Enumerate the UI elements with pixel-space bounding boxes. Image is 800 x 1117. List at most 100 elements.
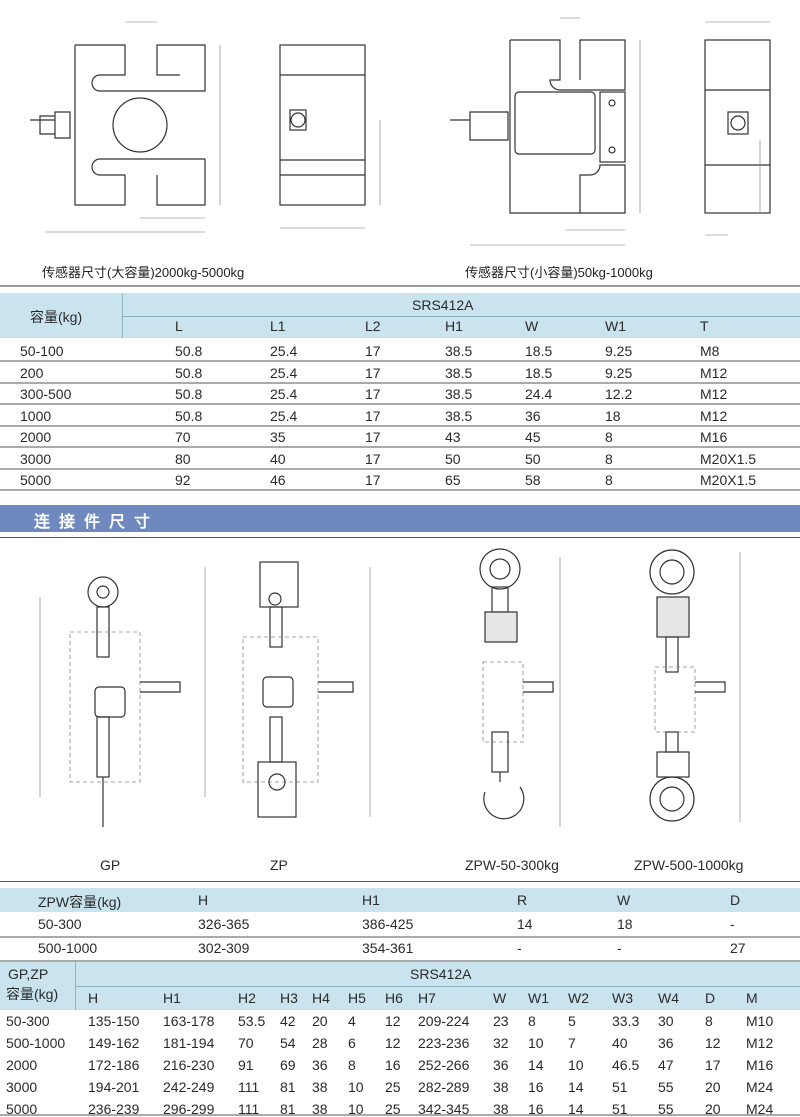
table2-cell: 386-425 <box>362 916 414 932</box>
table2-cell: 27 <box>730 940 746 956</box>
table3-cell: 282-289 <box>418 1079 470 1095</box>
table3-column-header: H <box>88 990 99 1006</box>
table2-column-header: H <box>198 892 209 908</box>
table3-cell: 40 <box>612 1035 628 1051</box>
table3-cell: 81 <box>280 1079 296 1095</box>
table1-column-header: L2 <box>365 318 381 334</box>
large-sensor-caption: 传感器尺寸(大容量)2000kg-5000kg <box>42 265 245 280</box>
large-sensor-front-view <box>30 21 221 233</box>
table1-cell: M16 <box>700 429 728 445</box>
table1-cell: M12 <box>700 364 728 381</box>
table1-column-header: L1 <box>270 318 286 334</box>
table1-cell: 12.2 <box>605 386 633 402</box>
table3-column-header: H5 <box>348 990 366 1006</box>
table3-cell: 20 <box>312 1013 328 1029</box>
table1-cell: 200 <box>20 364 44 381</box>
table3-column-header: W <box>493 990 507 1006</box>
table3-cell: 70 <box>238 1035 254 1051</box>
table1-column-header: T <box>700 318 709 334</box>
table3-cell: 209-224 <box>418 1013 470 1029</box>
table3-cell: 14 <box>568 1079 584 1095</box>
table1-cell: 38.5 <box>445 386 473 402</box>
table3-column-header: W2 <box>568 990 589 1006</box>
table3-cell: 12 <box>385 1035 401 1051</box>
table1-cell: 35 <box>270 429 286 445</box>
table3-cell: 12 <box>385 1013 401 1029</box>
row-divider <box>0 381 800 384</box>
table3-column-header: M <box>746 990 758 1006</box>
table3-cell: 69 <box>280 1057 296 1073</box>
table1-column-header: L <box>175 318 183 334</box>
table1-cell: M8 <box>700 343 720 359</box>
table2-cell: 500-1000 <box>38 940 98 956</box>
row-divider <box>0 403 800 405</box>
table1-cell: 18 <box>605 407 621 424</box>
table3-cell: 20 <box>705 1079 721 1095</box>
table1-cell: 50.8 <box>175 343 203 359</box>
table3-cell: 16 <box>385 1057 401 1073</box>
table3-column-header: H3 <box>280 990 298 1006</box>
table3-cell: 5000 <box>6 1101 38 1117</box>
table3-column-header: W3 <box>612 990 633 1006</box>
table1-cell: 50.8 <box>175 407 203 424</box>
table1-cell: 65 <box>445 472 461 488</box>
table2-column-header: R <box>517 892 528 908</box>
table1-column-header: W1 <box>605 318 626 334</box>
table1-cell: 24.4 <box>525 386 553 402</box>
table3-column-header: H6 <box>385 990 403 1006</box>
table3-cell: 54 <box>280 1035 296 1051</box>
table1-cell: M20X1.5 <box>700 450 757 467</box>
row-divider <box>0 936 800 938</box>
divider <box>122 316 800 317</box>
table1-cell: 38.5 <box>445 343 473 359</box>
table1-cell: 8 <box>605 450 613 467</box>
table3-cell: 111 <box>238 1101 260 1117</box>
table3-cell: 51 <box>612 1079 628 1095</box>
gp-drawing <box>39 567 206 827</box>
table1-cell: 17 <box>365 450 381 467</box>
table1-cell: M20X1.5 <box>700 472 757 488</box>
table3-cell: 32 <box>493 1035 509 1051</box>
table1-cell: 50 <box>445 450 461 467</box>
table2-column-header: ZPW容量(kg) <box>38 894 122 910</box>
row-divider <box>0 467 800 470</box>
table1-column-header: W <box>525 318 539 334</box>
table3-cell: 55 <box>658 1101 674 1117</box>
table1-cell: 70 <box>175 429 191 445</box>
zp-drawing <box>242 561 371 818</box>
table2-cell: - <box>730 916 735 932</box>
table3-cell: 8 <box>348 1057 356 1073</box>
divider <box>122 293 123 338</box>
table3-cell: 3000 <box>6 1079 38 1095</box>
section-title-connectors: 连接件尺寸 <box>0 505 800 532</box>
table2-column-header: D <box>730 892 741 908</box>
table3-cell: 16 <box>528 1079 544 1095</box>
table3-cell: 20 <box>705 1101 721 1117</box>
table1-cell: 92 <box>175 472 191 488</box>
table3-cell: 55 <box>658 1079 674 1095</box>
row-divider <box>0 1114 800 1116</box>
table3-cell: M24 <box>746 1101 774 1117</box>
table3-cell: 6 <box>348 1035 356 1051</box>
table1-model-header: SRS412A <box>412 297 474 313</box>
table3-cell: 342-345 <box>418 1101 470 1117</box>
table3-cell: 163-178 <box>163 1013 215 1029</box>
table1-cell: 17 <box>365 472 381 488</box>
table3-cell: 10 <box>568 1057 584 1073</box>
table3-cell: M24 <box>746 1079 774 1095</box>
table3-cell: 111 <box>238 1079 260 1095</box>
table3-cell: 25 <box>385 1101 401 1117</box>
table1-cell: 45 <box>525 429 541 445</box>
table3-cell: M10 <box>746 1013 774 1029</box>
table3-cell: 38 <box>312 1079 328 1095</box>
table3-cell: 28 <box>312 1035 328 1051</box>
table1-header <box>0 293 800 338</box>
table1-cell: 50-100 <box>20 343 64 359</box>
table1-cell: 50.8 <box>175 364 203 381</box>
connector-drawing-area <box>0 537 800 882</box>
table1-cell: 17 <box>365 429 381 445</box>
small-sensor-front-view <box>450 17 641 246</box>
table1-cell: 46 <box>270 472 286 488</box>
zpw-500-1000-drawing <box>649 549 741 822</box>
table3-cell: 236-239 <box>88 1101 140 1117</box>
